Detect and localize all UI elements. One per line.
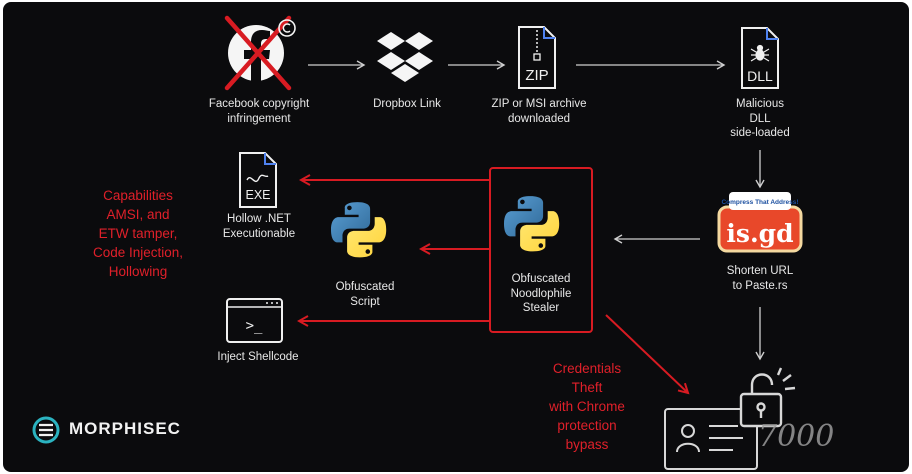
arrow-stealer-to-credentials xyxy=(605,314,688,393)
dll-file-icon xyxy=(741,27,779,89)
morphisec-logo-icon xyxy=(32,416,60,444)
dll-icon-text: DLL xyxy=(747,68,773,84)
label-dll-sideloaded: Malicious DLL side-loaded xyxy=(730,98,790,139)
credentials-theft-annotation: Credentials Theft with Chrome protection… xyxy=(549,361,625,452)
label-shorten-url: Shorten URL to Paste.rs xyxy=(726,265,794,292)
capabilities-annotation: Capabilities AMSI, and ETW tamper, Code … xyxy=(92,188,184,279)
label-zip-archive: ZIP or MSI archive downloaded xyxy=(491,98,587,125)
id-card-icon xyxy=(664,408,758,470)
bug-icon xyxy=(750,44,770,62)
diagram-graphics: ZIP DLL Compress That Address! is.gd xyxy=(32,15,803,470)
label-hollow-net: Hollow .NET Executionable xyxy=(222,213,296,240)
morphisec-brand-name: MORPHISEC xyxy=(69,419,181,438)
python-logo-stealer xyxy=(504,196,560,252)
python-logo-script xyxy=(331,202,387,258)
label-noodlophile-stealer: Obfuscated Noodlophile Stealer xyxy=(510,273,572,314)
dropbox-icon xyxy=(377,32,433,82)
label-obfuscated-script: Obfuscated Script xyxy=(335,281,395,308)
terminal-icon: >_ xyxy=(226,298,283,343)
unlocked-padlock-icon xyxy=(739,367,796,428)
label-dropbox-link: Dropbox Link xyxy=(373,98,441,110)
label-inject-shellcode: Inject Shellcode xyxy=(217,351,299,363)
isgd-logo: Compress That Address! is.gd xyxy=(717,192,803,253)
copyright-icon xyxy=(278,19,296,37)
exe-icon-text: EXE xyxy=(245,188,270,202)
zip-icon-text: ZIP xyxy=(525,67,548,84)
zip-file-icon: ZIP xyxy=(518,26,556,89)
terminal-prompt-text: >_ xyxy=(246,318,263,334)
exe-file-icon: EXE xyxy=(239,152,277,208)
isgd-logo-text: is.gd xyxy=(726,219,793,248)
label-facebook-copyright: Facebook copyright infringement xyxy=(208,98,310,125)
isgd-tagline: Compress That Address! xyxy=(721,199,798,206)
diagram-canvas: ZIP DLL Compress That Address! is.gd xyxy=(3,2,909,472)
watermark: 7000 xyxy=(758,419,835,454)
morphisec-brand: MORPHISEC xyxy=(69,419,181,439)
stealer-highlight-box xyxy=(489,167,593,333)
